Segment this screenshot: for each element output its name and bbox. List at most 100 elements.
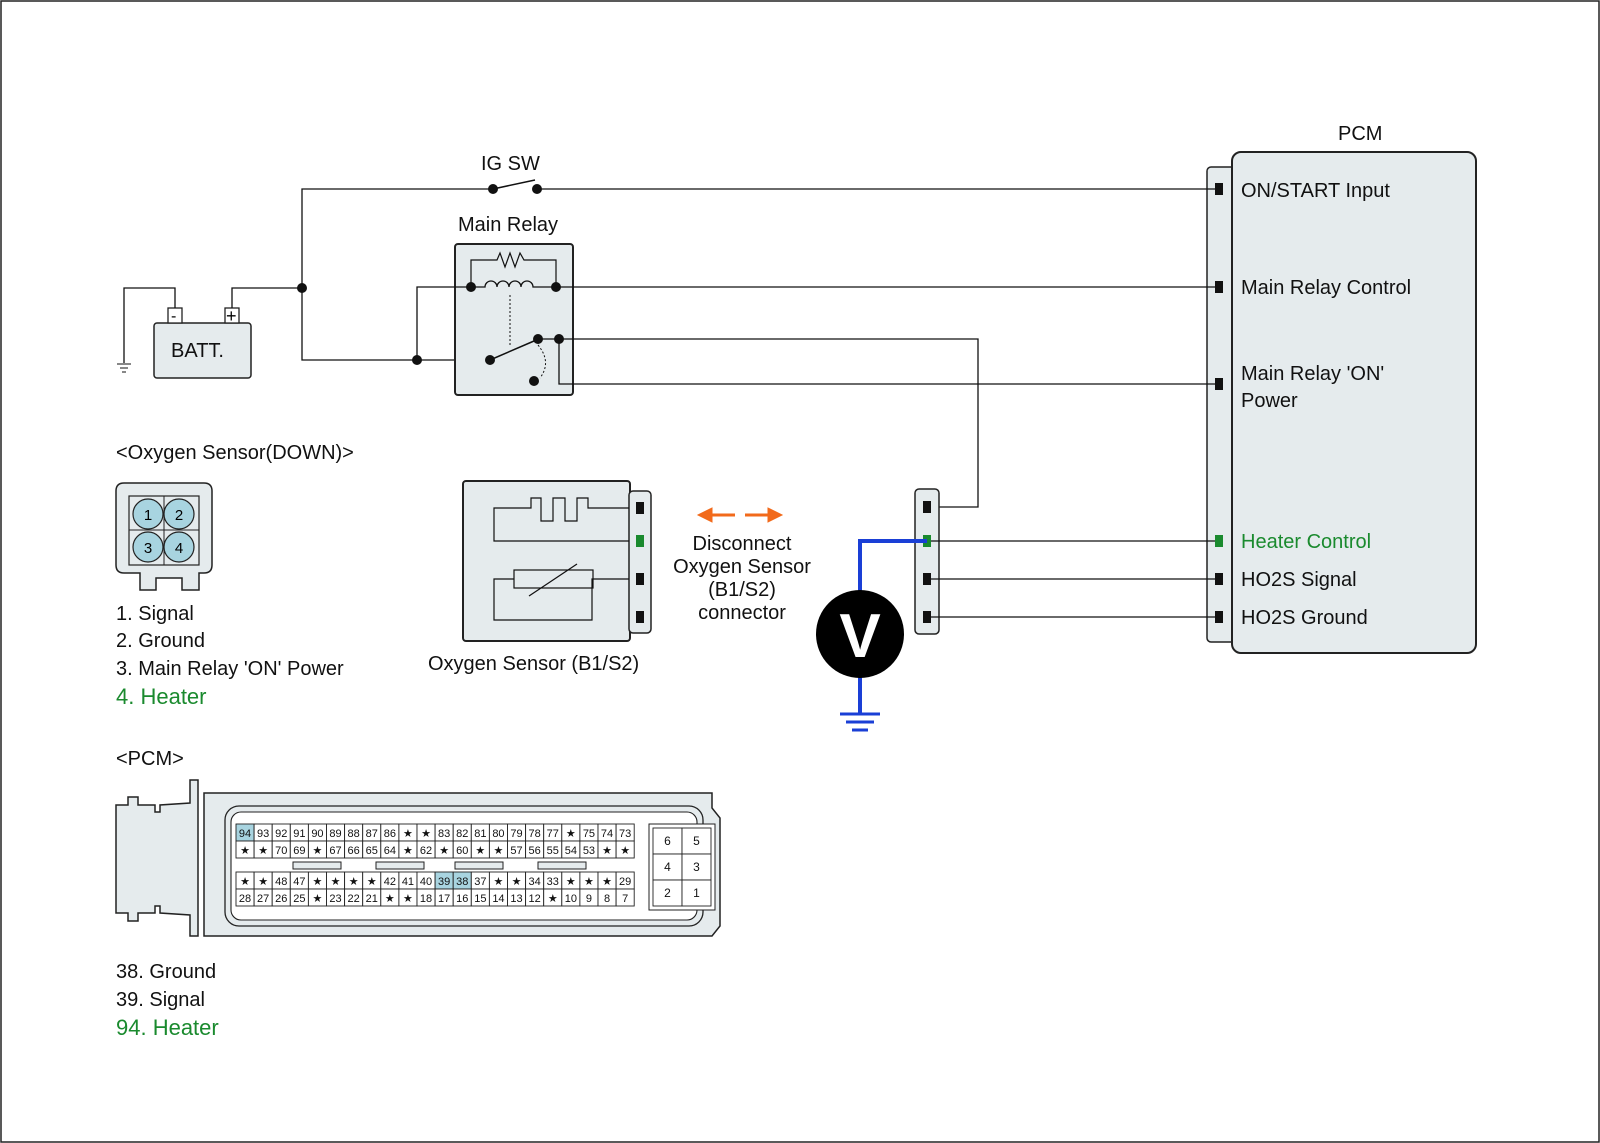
pcm-pin-label: ★ [240, 876, 250, 888]
oxygen-connector-pin-1-label: 1 [144, 507, 152, 524]
relay-coil-icon [471, 280, 556, 288]
pcm-pin-ho2s-ground [1215, 611, 1223, 623]
relay-contact-blade [489, 340, 535, 361]
pcm-pin-heater-control [1215, 535, 1223, 547]
disconnect-note-1: Disconnect [693, 533, 792, 555]
disconnect-note-3: (B1/S2) [708, 579, 776, 601]
pcm-label-main-relay-power-2: Power [1241, 390, 1298, 412]
pcm-pin-label: 75 [583, 828, 595, 840]
pcm-pin-label: 15 [474, 893, 486, 905]
voltmeter-label: V [839, 602, 880, 671]
oxygen-sensor-caption: Oxygen Sensor (B1/S2) [428, 653, 639, 675]
pcm-pin-label: 16 [456, 893, 468, 905]
pcm-pin-label: 26 [275, 893, 287, 905]
pcm-pin-label: ★ [421, 828, 431, 840]
pcm-pin-label: 8 [604, 893, 610, 905]
pcm-pin-label: ★ [403, 828, 413, 840]
pcm-small-pin-cell-4 [652, 853, 683, 881]
pcm-pin-label: 80 [492, 828, 504, 840]
pcm-pin-label: 23 [329, 893, 341, 905]
pcm-pin-label: 37 [474, 876, 486, 888]
main-relay-label: Main Relay [458, 214, 558, 236]
pcm-pin-label: 66 [348, 845, 360, 857]
pcm-pin-label: 7 [622, 893, 628, 905]
oxygen-sense-loop-left [493, 578, 629, 621]
pcm-pin-main-relay-control [1215, 281, 1223, 293]
pcm-small-pin-label: 4 [664, 860, 671, 874]
battery-pos-sign: + [226, 306, 237, 326]
pcm-pin-label: ★ [584, 876, 594, 888]
pcm-pin-label: 91 [293, 828, 305, 840]
pcm-pin-label: 33 [547, 876, 559, 888]
pcm-label-main-relay-control: Main Relay Control [1241, 277, 1411, 299]
pcm-label-ho2s-ground: HO2S Ground [1241, 607, 1368, 629]
ig-sw-label: IG SW [481, 153, 540, 175]
pcm-pin-label: 74 [601, 828, 613, 840]
pcm-small-pin-cell-1 [681, 879, 712, 907]
sensor-power-wire [559, 338, 979, 508]
oxygen-legend-2: 2. Ground [116, 630, 205, 652]
disconnect-note-4: connector [698, 602, 786, 624]
relay-resistor-icon [470, 251, 557, 287]
pcm-pin-label: 48 [275, 876, 287, 888]
pcm-pin-label: 69 [293, 845, 305, 857]
pcm-pin-label: 40 [420, 876, 432, 888]
pcm-pin-label: 17 [438, 893, 450, 905]
pcm-small-pin-label: 3 [693, 860, 700, 874]
pcm-small-pin-cell-6 [652, 827, 683, 855]
pcm-pin-label: ★ [566, 876, 576, 888]
pcm-pin-label: ★ [403, 893, 413, 905]
ig-sw-blade [492, 179, 536, 190]
pcm-pin-label: 27 [257, 893, 269, 905]
battery-box [153, 322, 252, 379]
pcm-pin-label: 54 [565, 845, 577, 857]
pcm-pin-label: 13 [510, 893, 522, 905]
pcm-pin-label: ★ [512, 876, 522, 888]
pcm-small-pin-label: 2 [664, 886, 671, 900]
pcm-pin-label: 38 [456, 876, 468, 888]
pcm-box [1231, 151, 1477, 654]
pcm-pin-label: 60 [456, 845, 468, 857]
battery-pos-wire [231, 287, 302, 308]
oxygen-sensor-pin-a [636, 502, 644, 514]
pcm-pin-label: ★ [403, 845, 413, 857]
pcm-pin-label: 78 [529, 828, 541, 840]
pcm-label-heater-control: Heater Control [1241, 531, 1371, 553]
pcm-pin-label: 18 [420, 893, 432, 905]
disconnect-note-2: Oxygen Sensor [673, 556, 811, 578]
pcm-pin-cell-r4-21 [615, 888, 635, 907]
main-relay-power-wire [558, 339, 1215, 385]
pcm-connector-strip [1206, 166, 1236, 643]
pcm-pin-label: 9 [586, 893, 592, 905]
battery-neg-wire [123, 287, 176, 363]
pcm-pin-label: 73 [619, 828, 631, 840]
oxygen-heater-element-icon [493, 497, 629, 542]
pcm-pin-label: ★ [349, 876, 359, 888]
voltmeter-icon [816, 590, 904, 678]
pcm-pin-label: 77 [547, 828, 559, 840]
pcm-pin-cell-r2-21 [615, 840, 635, 859]
battery-ground-icon [117, 363, 131, 373]
pcm-pin-label: 39 [438, 876, 450, 888]
pcm-pin-on-start [1215, 183, 1223, 195]
oxygen-sensor-pin-b [636, 535, 644, 547]
pcm-small-pin-label: 1 [693, 886, 700, 900]
voltmeter-probe-wire [858, 539, 927, 600]
pcm-pin-label: 47 [293, 876, 305, 888]
pcm-pin-label: ★ [548, 893, 558, 905]
pcm-pin-label: 83 [438, 828, 450, 840]
main-relay-box [454, 243, 574, 396]
pcm-pin-label: 25 [293, 893, 305, 905]
oxygen-sense-variable-icon [528, 563, 578, 597]
pcm-pin-label: ★ [331, 876, 341, 888]
pcm-label-ho2s-signal: HO2S Signal [1241, 569, 1357, 591]
battery-neg-sign: - [171, 308, 176, 325]
oxygen-sensor-pin-d [636, 611, 644, 623]
pcm-small-pin-cell-5 [681, 827, 712, 855]
pcm-small-pin-label: 6 [664, 834, 671, 848]
pcm-pin-label: ★ [313, 876, 323, 888]
pcm-pin-label: 90 [311, 828, 323, 840]
